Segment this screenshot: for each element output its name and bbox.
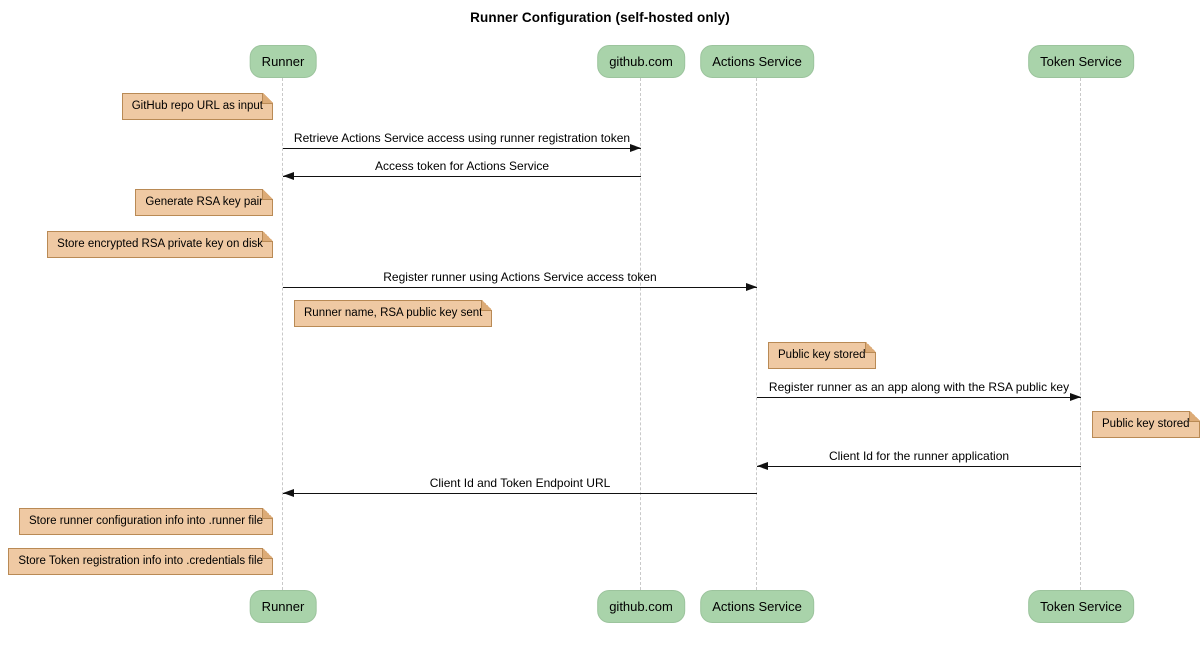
diagram-title: Runner Configuration (self-hosted only): [470, 10, 730, 25]
note: Store runner configuration info into .ru…: [19, 508, 273, 535]
arrowhead-icon: [746, 283, 757, 291]
arrowhead-icon: [283, 172, 294, 180]
message-label: Register runner using Actions Service ac…: [383, 270, 657, 284]
note: Store encrypted RSA private key on disk: [47, 231, 273, 258]
arrowhead-icon: [757, 462, 768, 470]
note: Store Token registration info into .cred…: [8, 548, 273, 575]
participant-top-token: Token Service: [1028, 45, 1134, 78]
message-line: [283, 148, 641, 149]
lifeline-actions: [756, 78, 757, 590]
note: Public key stored: [768, 342, 876, 369]
lifeline-github: [640, 78, 641, 590]
message-line: [283, 287, 757, 288]
message-line: [283, 176, 641, 177]
arrowhead-icon: [1070, 393, 1081, 401]
participant-bottom-token: Token Service: [1028, 590, 1134, 623]
note: Runner name, RSA public key sent: [294, 300, 493, 327]
message-label: Client Id and Token Endpoint URL: [429, 476, 611, 490]
participant-bottom-github: github.com: [597, 590, 685, 623]
message-line: [283, 493, 757, 494]
message-label: Access token for Actions Service: [374, 159, 550, 173]
message-label: Register runner as an app along with the…: [768, 380, 1070, 394]
arrowhead-icon: [283, 489, 294, 497]
note: Generate RSA key pair: [135, 189, 273, 216]
participant-bottom-actions: Actions Service: [700, 590, 814, 623]
message-label: Client Id for the runner application: [828, 449, 1010, 463]
message-line: [757, 466, 1081, 467]
participant-bottom-runner: Runner: [249, 590, 317, 623]
lifeline-runner: [282, 78, 283, 590]
arrowhead-icon: [630, 144, 641, 152]
participant-top-actions: Actions Service: [700, 45, 814, 78]
participant-top-runner: Runner: [249, 45, 317, 78]
participant-top-github: github.com: [597, 45, 685, 78]
note: Public key stored: [1092, 411, 1200, 438]
note: GitHub repo URL as input: [121, 93, 274, 120]
message-line: [757, 397, 1081, 398]
message-label: Retrieve Actions Service access using ru…: [293, 131, 631, 145]
lifeline-token: [1080, 78, 1081, 590]
